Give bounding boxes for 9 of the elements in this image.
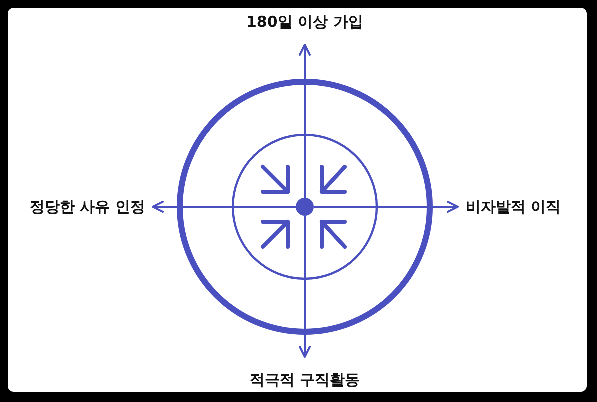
axis-arrow: [299, 216, 311, 358]
axis-arrow: [299, 44, 311, 198]
center-dot: [296, 198, 314, 216]
axis-arrow: [152, 201, 296, 213]
axis-label: 180일 이상 가입: [246, 13, 364, 31]
axis-label: 비자발적 이직: [466, 198, 562, 216]
axis-label: 적극적 구직활동: [250, 371, 360, 389]
axis-label: 정당한 사유 인정: [30, 198, 146, 216]
axis-arrow: [314, 201, 459, 213]
